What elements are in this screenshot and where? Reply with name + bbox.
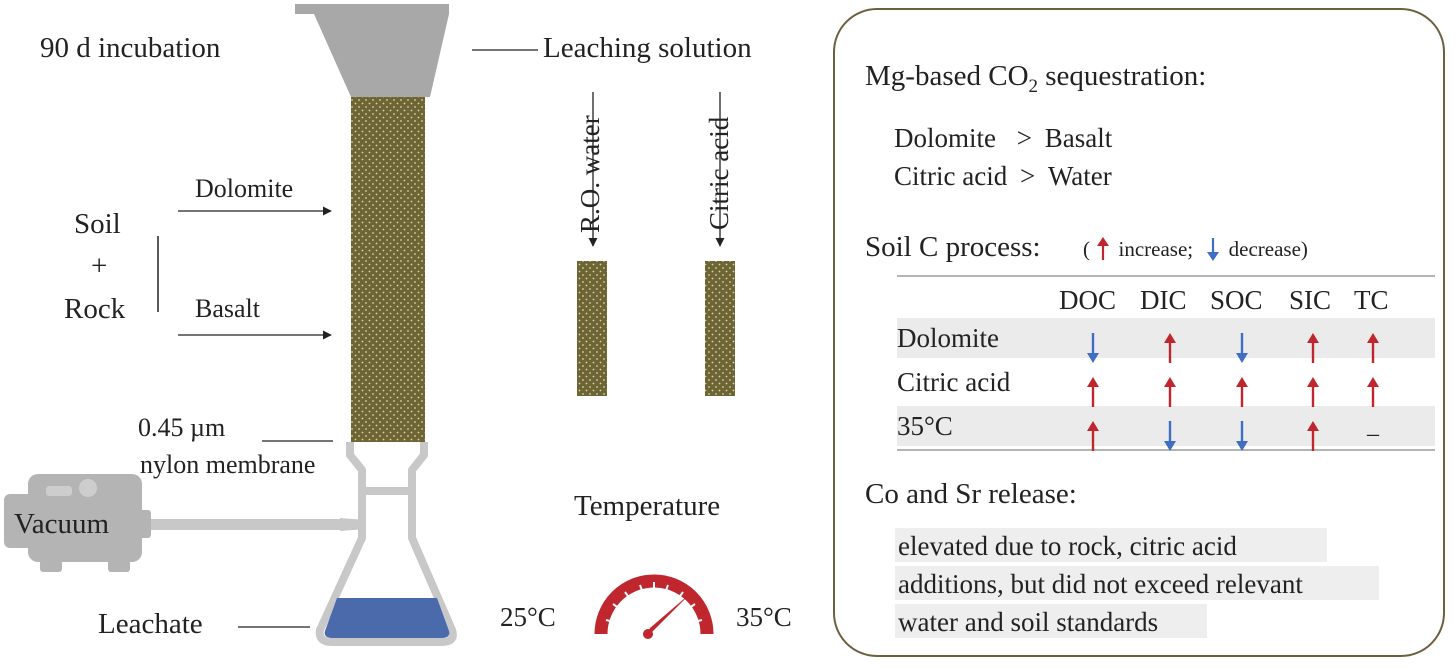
co2-title-suffix: sequestration: xyxy=(1038,60,1207,92)
plus-label: + xyxy=(91,250,108,282)
increase-arrow-icon xyxy=(1083,419,1103,453)
table-row-shade-3 xyxy=(897,406,1435,446)
rank-1-left: Dolomite xyxy=(894,123,996,153)
funnel xyxy=(295,4,449,97)
co-sr-highlight-2 xyxy=(895,566,1379,600)
increase-arrow-icon xyxy=(1303,375,1323,409)
col-header-doc: DOC xyxy=(1059,285,1117,315)
rank-row-2: Citric acid > Water xyxy=(894,163,1112,190)
rank-2-left: Citric acid xyxy=(894,161,1008,191)
vacuum-pump-icon xyxy=(4,474,151,572)
row-label-citric-acid: Citric acid xyxy=(897,367,1011,397)
citric-acid-label: Citric acid xyxy=(704,116,734,230)
temperature-label: Temperature xyxy=(574,490,721,522)
soil-label: Soil xyxy=(74,208,121,240)
vacuum-hose xyxy=(145,519,345,530)
legend-decrease-label: decrease) xyxy=(1228,237,1308,261)
rock-label: Rock xyxy=(64,293,126,325)
leachate-liquid xyxy=(324,598,450,638)
increase-arrow-icon xyxy=(1160,331,1180,365)
filter-adapter xyxy=(346,442,428,512)
co-sr-highlight-3 xyxy=(895,604,1207,638)
increase-arrow-icon xyxy=(1303,331,1323,365)
increase-arrow-icon xyxy=(1232,375,1252,409)
dolomite-label: Dolomite xyxy=(195,174,294,203)
temp-low-label: 25°C xyxy=(500,602,556,632)
increase-arrow-icon xyxy=(1160,375,1180,409)
vacuum-label: Vacuum xyxy=(14,508,110,540)
increase-arrow-icon xyxy=(1097,237,1110,260)
soil-c-legend: ( increase; decrease) xyxy=(1083,237,1308,261)
summary-panel xyxy=(833,8,1445,657)
col-header-dic: DIC xyxy=(1140,285,1187,315)
decrease-arrow-icon xyxy=(1160,419,1180,453)
rank-1-right: Basalt xyxy=(1044,123,1113,153)
leaching-solution-label: Leaching solution xyxy=(543,32,752,64)
rank-2-op: > xyxy=(1019,161,1036,191)
temp-high-label: 35°C xyxy=(736,602,792,632)
row-label-dolomite: Dolomite xyxy=(897,323,999,353)
co2-subscript: 2 xyxy=(1028,75,1039,97)
co-sr-title: Co and Sr release: xyxy=(865,478,1077,510)
gauge-needle xyxy=(645,592,692,639)
decrease-arrow-icon xyxy=(1232,419,1252,453)
col-header-sic: SIC xyxy=(1289,285,1332,315)
citric-acid-column xyxy=(705,261,735,396)
ro-water-column xyxy=(577,261,607,396)
rank-row-1: Dolomite > Basalt xyxy=(894,125,1112,152)
increase-arrow-icon xyxy=(1363,331,1383,365)
rank-2-right: Water xyxy=(1047,161,1112,191)
decrease-arrow-icon xyxy=(1207,238,1220,261)
increase-arrow-icon xyxy=(1083,375,1103,409)
soil-c-title: Soil C process: xyxy=(865,231,1041,263)
increase-arrow-icon xyxy=(1303,419,1323,453)
leachate-label: Leachate xyxy=(98,608,203,640)
co-sr-line-1: elevated due to rock, citric acid xyxy=(898,531,1237,561)
incubation-label: 90 d incubation xyxy=(40,32,221,64)
temperature-gauge-icon xyxy=(594,574,714,639)
soil-rock-column xyxy=(351,97,425,442)
col-header-tc: TC xyxy=(1354,285,1389,315)
no-change-mark: – xyxy=(1367,421,1379,447)
increase-arrow-icon xyxy=(1363,375,1383,409)
decrease-arrow-icon xyxy=(1083,331,1103,365)
ro-water-label: R.O. water xyxy=(575,115,605,233)
row-label-35c: 35°C xyxy=(897,411,953,441)
co-sr-line-2: additions, but did not exceed relevant xyxy=(898,569,1303,599)
membrane-size-label: 0.45 µm xyxy=(138,413,226,442)
co2-title: Mg-based CO2 sequestration: xyxy=(865,62,1206,96)
erlenmeyer-flask xyxy=(315,512,457,646)
membrane-type-label: nylon membrane xyxy=(140,450,316,479)
co-sr-line-3: water and soil standards xyxy=(898,607,1159,637)
basalt-label: Basalt xyxy=(195,294,260,323)
col-header-soc: SOC xyxy=(1210,285,1263,315)
table-row-shade-1 xyxy=(897,318,1435,358)
decrease-arrow-icon xyxy=(1232,331,1252,365)
co-sr-highlight-1 xyxy=(895,528,1327,562)
co2-title-prefix: Mg-based CO xyxy=(865,60,1029,92)
legend-increase-label: increase; xyxy=(1118,237,1194,261)
legend-open-paren: ( xyxy=(1083,237,1090,261)
rank-1-op: > xyxy=(1016,123,1032,153)
